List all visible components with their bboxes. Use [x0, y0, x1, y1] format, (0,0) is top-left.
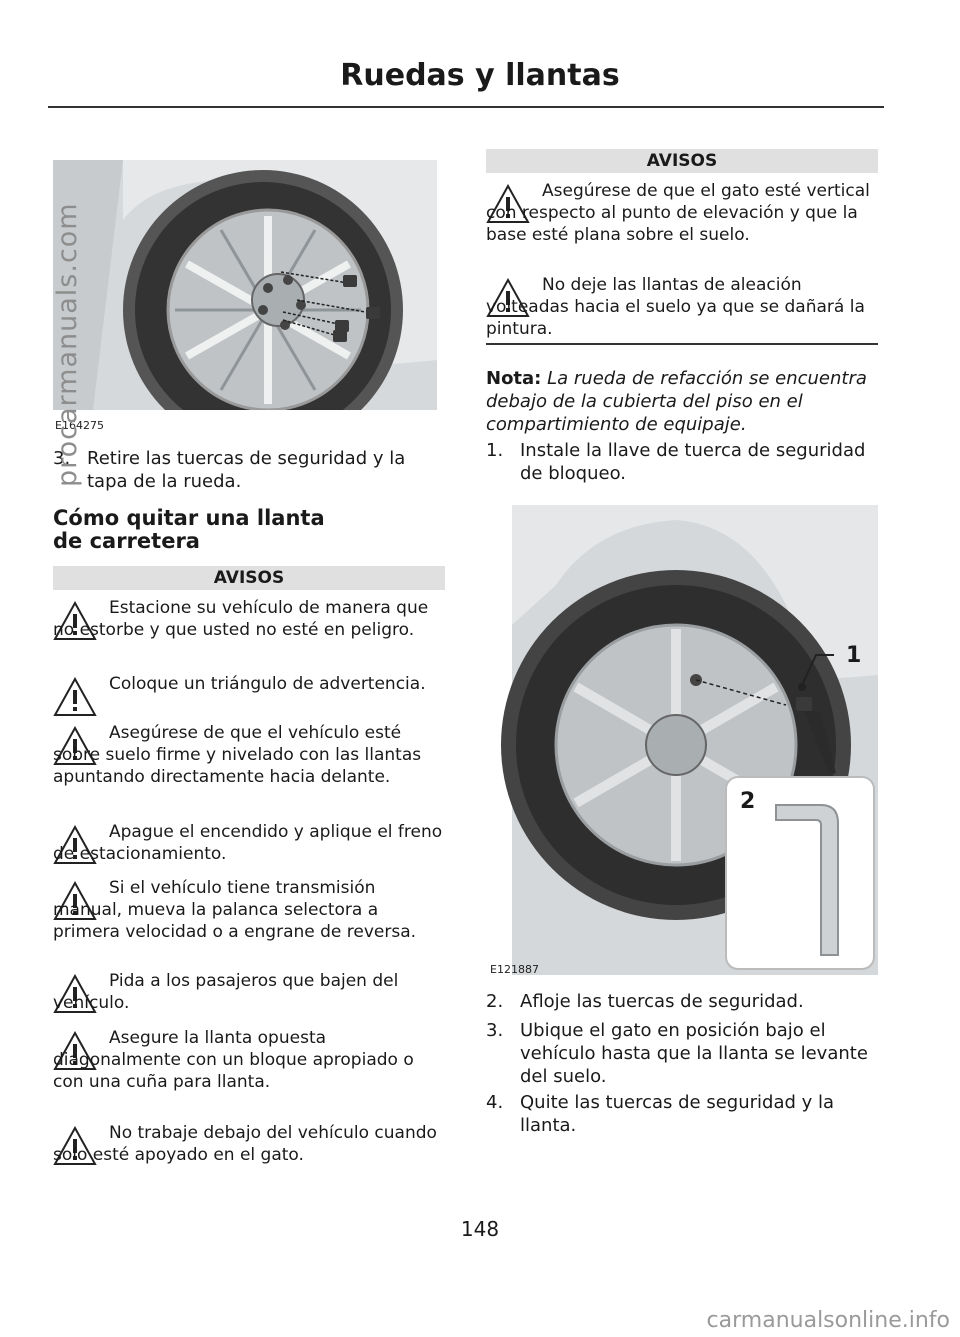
warning-triangle-icon: [53, 1126, 97, 1165]
wheel-figure-right: 1 2: [486, 505, 878, 975]
page-number: 148: [460, 1217, 500, 1241]
avisos-header-left: AVISOS: [53, 566, 445, 590]
warning-triangle-icon: [53, 677, 97, 716]
warning-text: Asegúrese de que el gato esté vertical c…: [486, 181, 870, 245]
header-divider: [48, 106, 884, 108]
warning-text: Apague el encendido y aplique el freno d…: [53, 822, 443, 864]
section-heading: Cómo quitar una llanta de carretera: [53, 506, 325, 553]
figure-code-right: E121887: [490, 963, 539, 976]
warning-triangle-icon: [53, 881, 97, 920]
step-text: Instale la llave de tuerca de seguridad …: [520, 440, 866, 484]
callout-2: 2: [740, 789, 756, 814]
warning-triangle-icon: [53, 825, 97, 864]
warning-text: Pida a los pasajeros que bajen del vehíc…: [53, 971, 399, 1013]
warning-triangle-icon: [53, 601, 97, 640]
step-number: 2.: [486, 991, 504, 1012]
step-text: Afloje las tuercas de seguridad.: [520, 991, 804, 1012]
warning-text: No trabaje debajo del vehículo cuando so…: [53, 1123, 437, 1165]
step-text: Quite las tuercas de seguridad y la llan…: [520, 1092, 835, 1136]
wheel-figure-left: [53, 160, 437, 410]
warning-triangle-icon: [486, 278, 530, 317]
warning-text: Asegúrese de que el vehículo esté sobre …: [53, 723, 422, 787]
figure-code-left: E164275: [55, 419, 104, 432]
warning-text: No deje las llantas de aleación volteada…: [486, 275, 865, 339]
warning-text: Coloque un triángulo de advertencia.: [109, 674, 426, 694]
note-label: Nota:: [486, 368, 542, 389]
note-paragraph: Nota: La rueda de refacción se encuentra…: [486, 367, 878, 436]
avisos-end-divider: [486, 343, 878, 345]
step-number: 3.: [53, 448, 71, 469]
step-number: 3.: [486, 1020, 504, 1041]
footer-source: carmanualsonline.info: [706, 1308, 950, 1333]
warning-text: Si el vehículo tiene transmisión manual,…: [53, 878, 417, 942]
note-text: La rueda de refacción se encuentra debaj…: [486, 368, 867, 435]
warning-triangle-icon: [53, 726, 97, 765]
step-text: Ubique el gato en posición bajo el vehíc…: [520, 1020, 868, 1087]
callout-1: 1: [846, 643, 862, 668]
warning-triangle-icon: [53, 974, 97, 1013]
warning-text: Asegure la llanta opuesta diagonalmente …: [53, 1028, 414, 1092]
step-text: Retire las tuercas de seguridad y la tap…: [87, 448, 406, 492]
avisos-header-right: AVISOS: [486, 149, 878, 173]
step-number: 1.: [486, 440, 504, 461]
step-number: 4.: [486, 1092, 504, 1113]
page-title: Ruedas y llantas: [340, 58, 620, 93]
warning-text: Estacione su vehículo de manera que no e…: [53, 598, 429, 640]
watermark: procarmanuals.com: [52, 202, 83, 487]
warning-triangle-icon: [486, 184, 530, 223]
warning-triangle-icon: [53, 1031, 97, 1070]
